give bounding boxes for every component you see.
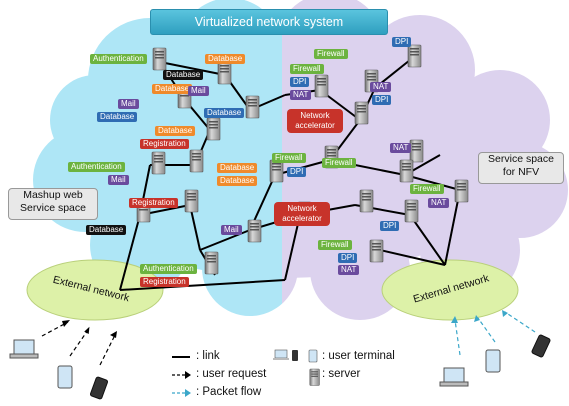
database-tag: Database [163,70,204,80]
mail-tag: Mail [221,225,242,235]
mashup-region-label: Mashup web Service space [8,188,98,220]
nat-tag: NAT [338,265,360,275]
firewall-tag: Firewall [290,64,324,74]
external-network-left-shape [26,259,164,321]
registration-tag: Registration [140,139,189,149]
legend-tablet-icon [308,349,318,363]
user-request-arrows [41,321,116,366]
dpi-tag: DPI [392,37,412,47]
packet-flow-arrowheads [451,310,508,323]
nat-tag: NAT [290,90,312,100]
database-tag: Database [97,112,138,122]
database-tag: Database [204,108,245,118]
laptop-icon [439,367,469,387]
legend-user-request: : user request [196,368,267,380]
registration-tag: Registration [140,277,189,287]
database-tag: Database [152,84,193,94]
mail-tag: Mail [108,175,129,185]
user-request-arrowheads [62,320,117,338]
tablet-icon [485,349,501,373]
database-tag: Database [217,163,258,173]
nat-tag: NAT [370,82,392,92]
legend-graphics [172,349,320,397]
laptop-icon [9,339,39,359]
firewall-tag: Firewall [272,153,306,163]
nat-tag: NAT [428,198,450,208]
external-network-right-shape [381,259,519,321]
legend-link: : link [196,350,220,362]
dpi-tag: DPI [380,221,400,231]
tablet-icon [57,365,73,389]
mail-tag: Mail [118,99,139,109]
network-accelerator-box: Network accelerator [287,109,343,133]
phone-icon [90,376,108,400]
legend-user-terminal: : user terminal [322,350,395,362]
legend-laptop-icon [273,349,289,360]
dpi-tag: DPI [372,95,392,105]
authentication-tag: Authentication [68,162,125,172]
mail-tag: Mail [188,86,209,96]
network-accelerator-box: Network accelerator [274,202,330,226]
nat-tag: NAT [390,143,412,153]
dpi-tag: DPI [290,77,310,87]
authentication-tag: Authentication [90,54,147,64]
phone-icon [531,334,551,358]
database-tag: Database [217,176,258,186]
firewall-tag: Firewall [314,49,348,59]
legend-packet-flow: : Packet flow [196,386,262,398]
legend-phone-icon [292,350,298,361]
dpi-tag: DPI [287,167,307,177]
database-tag: Database [205,54,246,64]
nfv-region-label: Service space for NFV [478,152,564,184]
system-title: Virtualized network system [150,9,388,35]
firewall-tag: Firewall [410,184,444,194]
legend-server: : server [322,368,361,380]
registration-tag: Registration [129,198,178,208]
firewall-tag: Firewall [322,158,356,168]
database-tag: Database [86,225,127,235]
dpi-tag: DPI [338,253,358,263]
user-terminal-icons [9,334,551,400]
firewall-tag: Firewall [318,240,352,250]
authentication-tag: Authentication [140,264,197,274]
database-tag: Database [155,126,196,136]
packet-flow-arrows [454,311,536,356]
legend-server-icon [309,368,320,386]
